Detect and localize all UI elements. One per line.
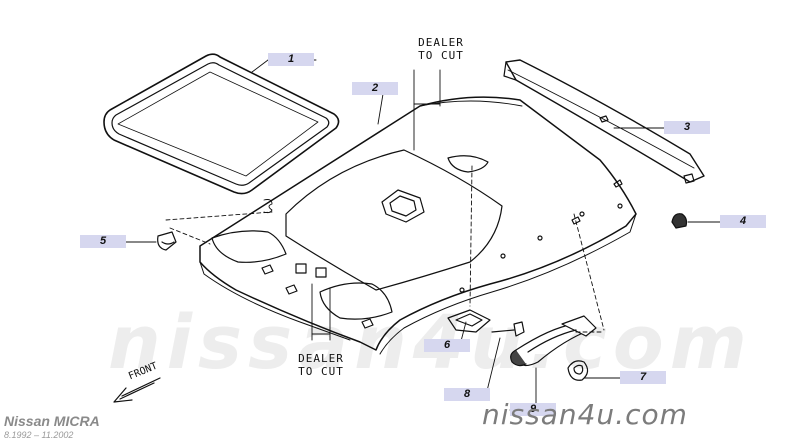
part-4-clip bbox=[671, 213, 688, 229]
watermark-corner: nissan4u.com bbox=[482, 398, 688, 431]
dealer-note-top: DEALER TO CUT bbox=[396, 36, 486, 62]
part-5-clip bbox=[157, 231, 177, 251]
dealer-text: DEALER bbox=[298, 352, 344, 365]
callout-5[interactable]: 5 bbox=[80, 235, 126, 248]
leader-lines bbox=[123, 59, 721, 411]
part-8-screw bbox=[491, 321, 525, 337]
callout-2[interactable]: 2 bbox=[352, 82, 398, 95]
part-1-sunroof-seal bbox=[103, 53, 340, 195]
dashed-assembly-lines bbox=[165, 165, 605, 333]
callout-7[interactable]: 7 bbox=[620, 371, 666, 384]
dealer-text: DEALER bbox=[418, 36, 464, 49]
callout-9[interactable]: 9 bbox=[510, 403, 556, 416]
part-6-grip-base bbox=[447, 309, 491, 333]
part-9-assist-grip bbox=[510, 315, 597, 367]
to-cut-text: TO CUT bbox=[418, 49, 464, 62]
to-cut-text: TO CUT bbox=[298, 365, 344, 378]
callout-1[interactable]: 1 bbox=[268, 53, 314, 66]
part-3-roof-rail bbox=[503, 59, 705, 184]
part-7-cover bbox=[567, 360, 589, 381]
dealer-note-bottom: DEALER TO CUT bbox=[276, 352, 366, 378]
model-name: Nissan MICRA bbox=[4, 413, 100, 429]
callout-6[interactable]: 6 bbox=[424, 339, 470, 352]
callout-8[interactable]: 8 bbox=[444, 388, 490, 401]
part-2-headlining bbox=[199, 96, 637, 355]
callout-4[interactable]: 4 bbox=[720, 215, 766, 228]
callout-3[interactable]: 3 bbox=[664, 121, 710, 134]
front-arrow-icon bbox=[113, 377, 161, 403]
model-period: 8.1992 – 11.2002 bbox=[4, 430, 74, 440]
